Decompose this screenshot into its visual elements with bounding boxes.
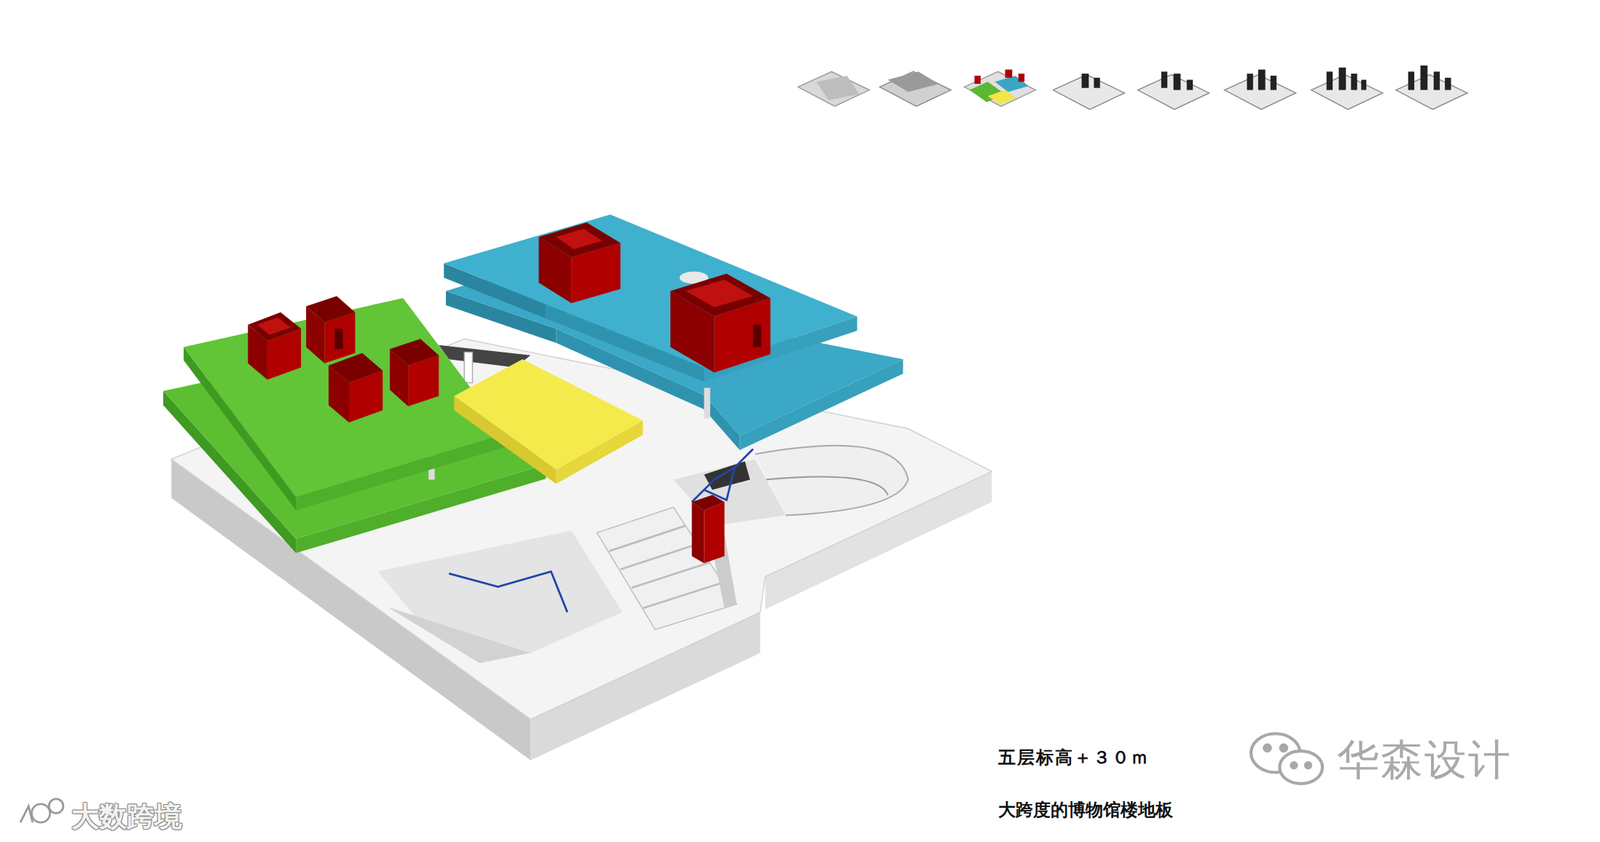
thumbnail-row xyxy=(797,65,1468,110)
wechat-icon xyxy=(1251,733,1323,784)
yellow-block xyxy=(453,359,643,484)
elevation-label: 五层标高＋３０ｍ xyxy=(998,746,1150,770)
blue-floor-plates xyxy=(443,214,903,451)
watermark-text: 华森设计 xyxy=(1336,732,1512,790)
red-gallery-boxes xyxy=(247,222,771,564)
caption-note: 大跨度的博物馆楼地板 xyxy=(998,798,1174,822)
watermark-logo xyxy=(20,799,64,823)
watermark-text: 大数跨境 xyxy=(71,798,183,836)
